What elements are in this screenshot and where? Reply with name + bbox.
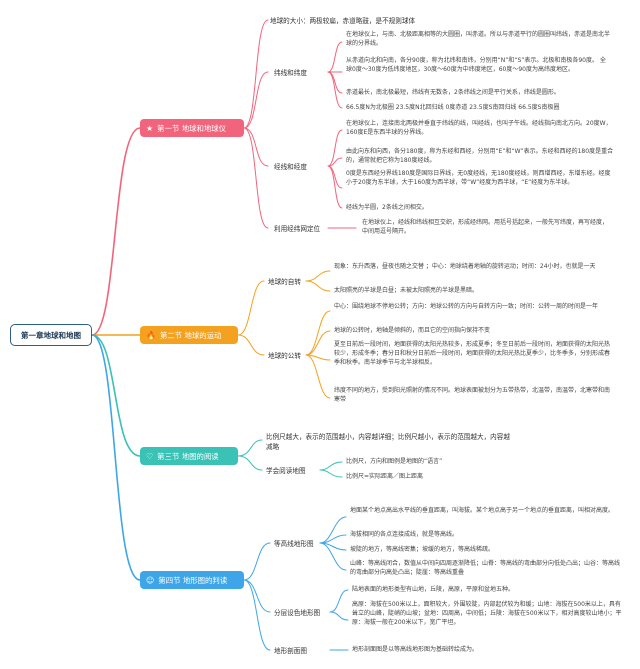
s4-leaf-5: 陆地表面的地形类型有山地，丘陵，高原，平原和盆地五种。 (352, 586, 515, 593)
s1-topic-longitude[interactable]: 经线和经度 (274, 163, 307, 171)
s1-leaf-6: 由此向东和向西，各分180度，称为东经和西经，分别用“E”和“W”表示。东经和西… (346, 148, 614, 164)
branch-line-s1 (91, 127, 141, 336)
s1-leaf-8: 经线为半圆，2条线之间相交。 (346, 204, 428, 211)
s2-leaf-1: 现象：东升西落，昼夜也随之交替 ；中心：地球绕着地轴的旋转运动；时间：24小时，… (334, 263, 596, 270)
section-4-node[interactable]: ☺ 第四节 地形图的判读 (140, 571, 244, 589)
s2-leaf-6: 纬度不同的地方，受到阳光照射的情况不同。地球表面被划分为五带热带，北温带，南温带… (334, 387, 611, 403)
s4-leaf-7: 地形剖面图是以等高线地形图为基础转绘成为。 (352, 646, 479, 653)
s4-topic-profile-map[interactable]: 地形剖面图 (274, 647, 307, 655)
s2-topic-rotation[interactable]: 地球的自转 (268, 278, 301, 286)
section-4-label: 第四节 地形图的判读 (158, 575, 228, 585)
section-3-node[interactable]: ♡ 第三节 地图的阅读 (140, 447, 238, 465)
s1-leaf-3: 赤道最长，南北极最短，纬线有无数条，2条纬线之间是平行关系，纬线是圆形。 (346, 89, 560, 96)
heart-icon: ♡ (146, 451, 154, 461)
section-1-label: 第一节 地球和地球仪 (157, 123, 227, 133)
flame-icon: 🔥 (146, 330, 156, 340)
s4-topic-layered-map[interactable]: 分层设色地形图 (274, 609, 321, 617)
smile-icon: ☺ (146, 575, 155, 585)
root-label: 第一章地球和地图 (21, 330, 81, 340)
s1-leaf-9: 在地球仪上，经线和纬线相互交织，形成经纬网。用括号括起来，一般先写纬度，再写经度… (362, 219, 609, 235)
s1-leaf-5: 在地球仪上，连接南北两极并垂直于纬线的线，叫经线，也叫子午线。经线指向南北方向。… (346, 120, 612, 136)
s1-leaf-2: 从赤道向北和向南，各分90度，称为北纬和南纬，分别用“N”和“S”表示。北极和南… (346, 57, 606, 73)
s4-leaf-1: 地面某个地点高出水平线的垂直距离，叫海拔。某个地点高于另一个地点的垂直距离，叫相… (350, 507, 615, 514)
branch-line-s3 (91, 334, 141, 457)
s3-leaf-1: 比例尺，方向和图例是地图的“语言” (346, 458, 443, 465)
s4-leaf-4: 山峰：等高线闭合，数值从中间向四周逐渐降低；山脊：等高线的弯曲部分向低处凸出；山… (350, 560, 621, 576)
section-3-label: 第三节 地图的阅读 (157, 451, 219, 461)
branch-line-s4 (91, 334, 141, 581)
root-node[interactable]: 第一章地球和地图 (10, 324, 92, 346)
s3-leaf-2: 比例尺=实际距离／图上距离 (346, 473, 424, 480)
s4-leaf-3: 坡陡的地方，等高线密集；坡缓的地方，等高线稀疏。 (350, 546, 495, 553)
section-2-label: 第二节 地球的运动 (159, 330, 222, 340)
section-2-node[interactable]: 🔥 第二节 地球的运动 (140, 326, 238, 344)
s1-topic-grid-locate[interactable]: 利用经纬网定位 (274, 225, 321, 233)
s4-leaf-6: 高原：海拔在500米以上，面积较大，外围较陡，内部起伏较为和缓；山地：海拔在50… (352, 601, 622, 626)
s2-leaf-4: 地球的公转时，地轴是倾斜的，而且它的空间指向保持不变 (334, 327, 491, 334)
s1-leaf-1: 在地球仪上，与南、北极距离相等的大圆圈，叫赤道。所以与赤道平行的圆圈叫纬线，赤道… (346, 31, 611, 47)
s2-topic-revolution[interactable]: 地球的公转 (268, 352, 301, 360)
s2-leaf-5: 夏至日前后一段时间，地面获得的太阳光热较多，形成夏季；冬至日前后一段时间，地面获… (334, 341, 611, 366)
s3-topic-scale[interactable]: 比例尺越大，表示的范围越小，内容越详细；比例尺越小，表示的范围越大，内容越减略 (266, 433, 510, 451)
s1-leaf-4: 66.5度N为北极圈 23.5度N北回归线 0度赤道 23.5度S南回归线 66… (346, 104, 560, 111)
s1-topic-latitude[interactable]: 纬线和纬度 (274, 69, 307, 77)
section-1-node[interactable]: ★ 第一节 地球和地球仪 (140, 119, 244, 137)
s4-topic-contour-map[interactable]: 等高线地形图 (274, 540, 314, 548)
s1-topic-earth-size[interactable]: 地球的大小：两极较扁，赤道略鼓，是不规则球体 (270, 17, 416, 25)
s2-leaf-2: 太阳照亮的半球是白昼；未被太阳照亮的半球是黑暗。 (334, 287, 479, 294)
s4-leaf-2: 海拔相同的各点连接成线，就是等高线。 (350, 531, 459, 538)
s2-leaf-3: 中心：围绕地球不停地公转；方向：地球公转的方向与自转方向一致；时间：公转一周的时… (334, 303, 599, 310)
s3-topic-read-map[interactable]: 学会阅读地图 (266, 467, 306, 475)
s1-leaf-7: 0度是东西经分界线180度是国际日界线，无0度经线，无180度经线，则西增西经，… (346, 170, 611, 186)
star-icon: ★ (146, 123, 154, 133)
